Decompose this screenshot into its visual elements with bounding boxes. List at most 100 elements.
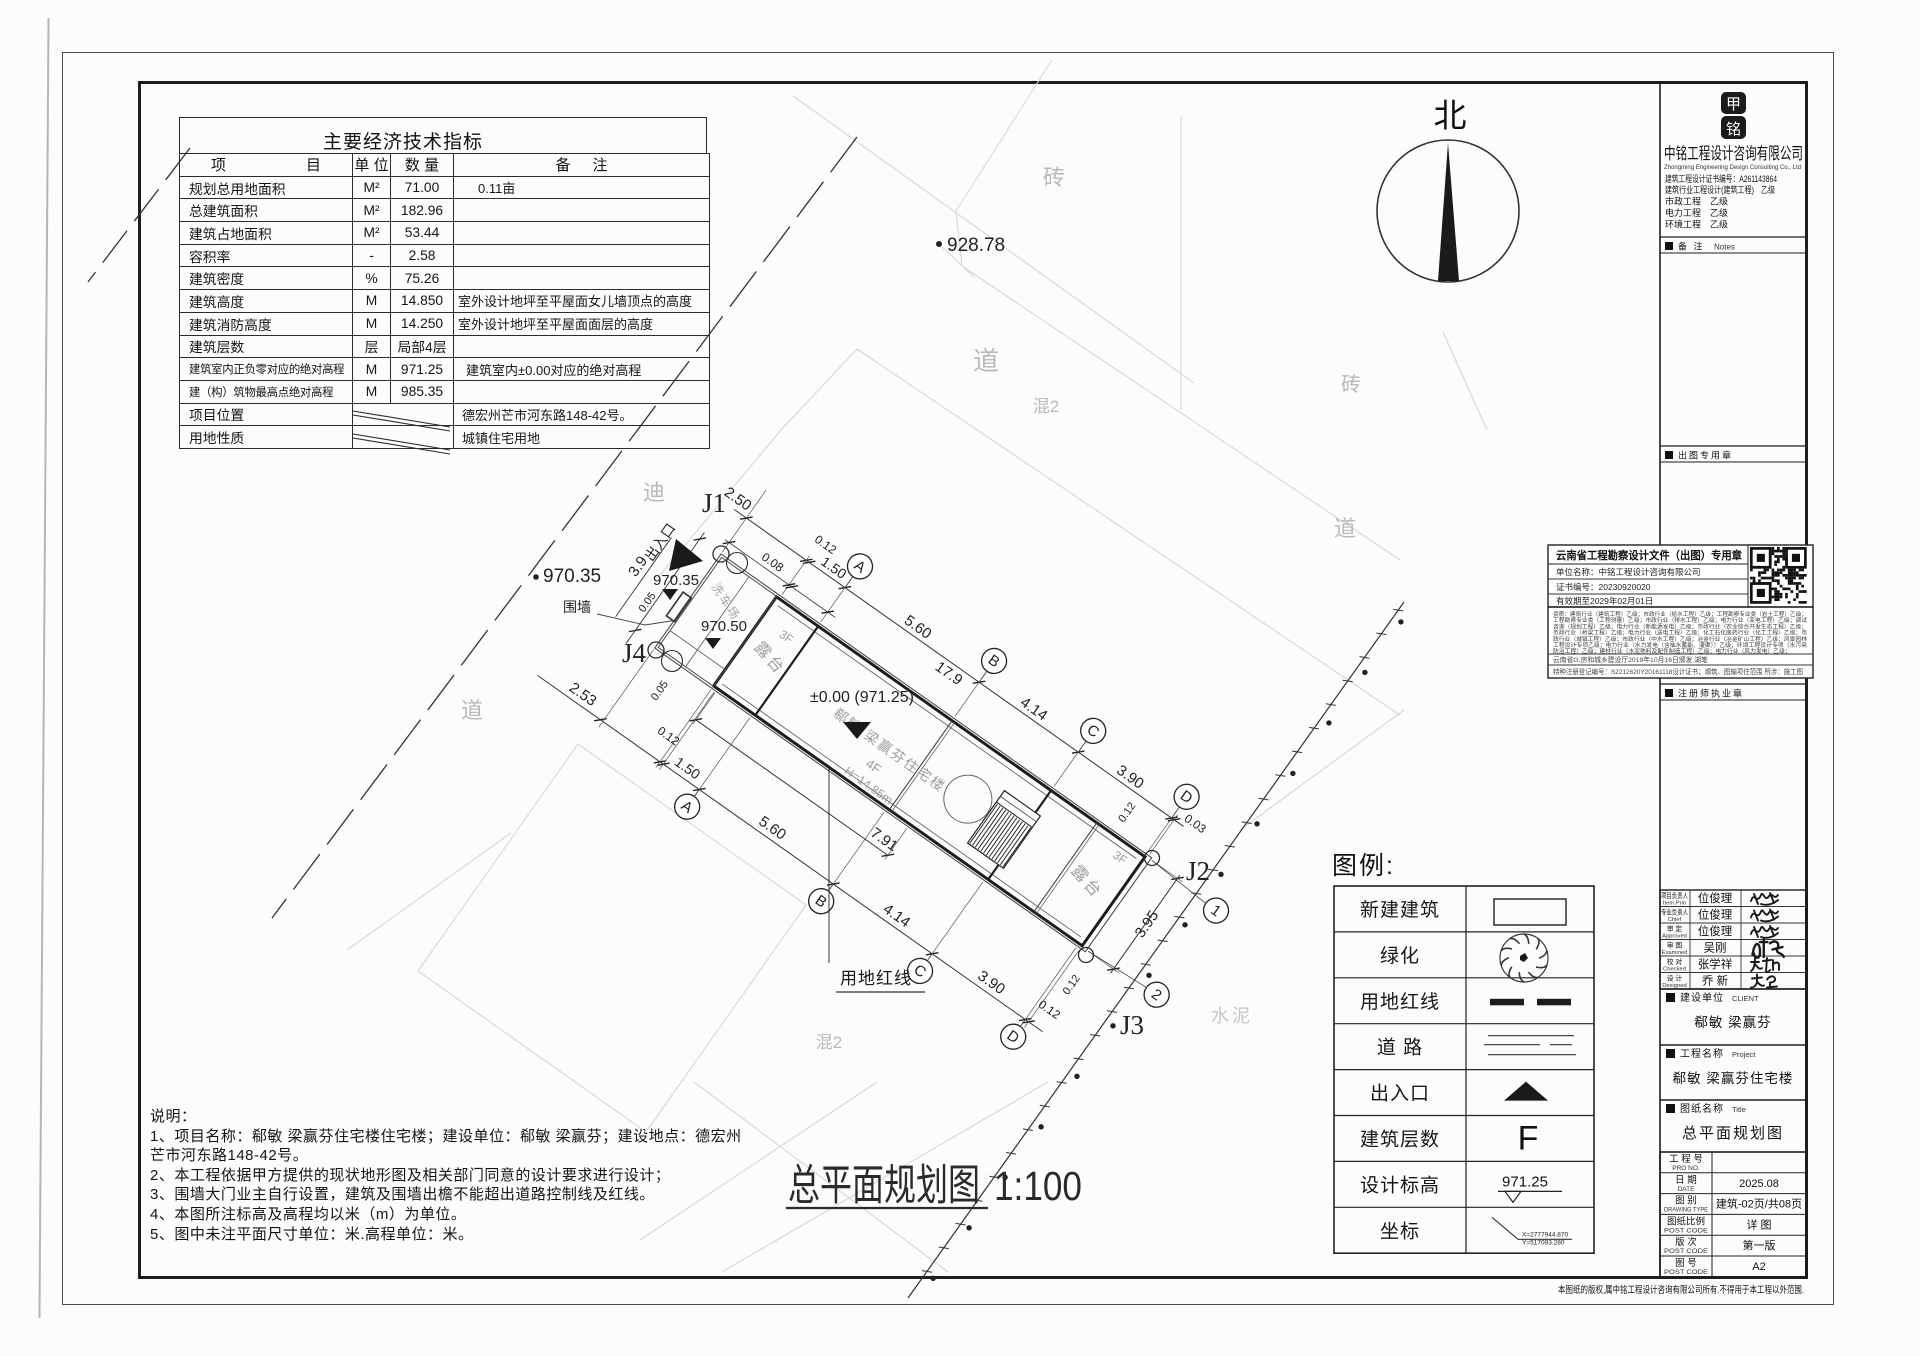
svg-text:1:100: 1:100 — [994, 1163, 1082, 1209]
svg-text:道: 道 — [973, 346, 999, 376]
svg-text:F: F — [1518, 1120, 1539, 1158]
svg-text:露台: 露台 — [751, 638, 790, 678]
svg-text:工程名称: 工程名称 — [1680, 1047, 1724, 1060]
svg-text:备 注: 备 注 — [1678, 241, 1705, 252]
svg-text:4.14: 4.14 — [880, 900, 914, 931]
svg-text:Approved: Approved — [1662, 934, 1687, 940]
svg-text:版 次: 版 次 — [1675, 1236, 1697, 1248]
svg-text:CLIENT: CLIENT — [1732, 994, 1759, 1003]
svg-text:3.90: 3.90 — [974, 967, 1008, 998]
svg-text:市政行业（桥梁工程）乙级；电力行业（送电工程）乙级；化工石化: 市政行业（桥梁工程）乙级；电力行业（送电工程）乙级；化工石化医药行业（化工工程）… — [1553, 629, 1807, 637]
svg-text:970.50: 970.50 — [701, 618, 747, 635]
svg-text:工 程 号: 工 程 号 — [1669, 1154, 1703, 1165]
svg-text:4.14: 4.14 — [1017, 694, 1051, 725]
svg-text:X=2777944.870: X=2777944.870 — [1522, 1231, 1568, 1238]
svg-text:Notes: Notes — [1714, 243, 1735, 252]
svg-text:吴刚: 吴刚 — [1704, 941, 1727, 955]
svg-text:单位名称：中铭工程设计咨询有限公司: 单位名称：中铭工程设计咨询有限公司 — [1556, 567, 1701, 577]
svg-text:POST CODE: POST CODE — [1664, 1269, 1709, 1276]
svg-text:设 计: 设 计 — [1667, 974, 1683, 983]
svg-text:混2: 混2 — [816, 1033, 842, 1052]
svg-text:露台: 露台 — [1068, 862, 1107, 902]
svg-text:用地红线: 用地红线 — [1360, 991, 1440, 1013]
svg-text:Zhongming Engineering Design C: Zhongming Engineering Design Consulting … — [1664, 165, 1801, 171]
svg-text:出入口: 出入口 — [1370, 1083, 1430, 1105]
svg-text:张学祥: 张学祥 — [1698, 957, 1733, 971]
svg-text:图纸名称: 图纸名称 — [1680, 1102, 1724, 1115]
svg-text:日 期: 日 期 — [1675, 1175, 1697, 1186]
svg-text:PRO NO.: PRO NO. — [1672, 1165, 1700, 1172]
svg-text:郗敏 梁赢芬住宅楼: 郗敏 梁赢芬住宅楼 — [1673, 1070, 1794, 1086]
svg-text:迪: 迪 — [643, 480, 665, 505]
svg-text:Checked: Checked — [1663, 967, 1686, 973]
svg-text:云南省工程勘察设计文件（出图）专用章: 云南省工程勘察设计文件（出图）专用章 — [1556, 548, 1742, 562]
svg-text:3F: 3F — [1110, 848, 1130, 868]
svg-text:混2: 混2 — [1033, 397, 1059, 416]
svg-text:设计标高: 设计标高 — [1360, 1174, 1440, 1196]
svg-text:北: 北 — [1434, 97, 1467, 134]
svg-text:图 别: 图 别 — [1675, 1196, 1697, 1207]
svg-text:J4: J4 — [622, 638, 647, 668]
svg-text:0.12: 0.12 — [1116, 800, 1138, 824]
svg-text:中铭工程设计咨询有限公司: 中铭工程设计咨询有限公司 — [1664, 144, 1803, 163]
svg-text:POST CODE: POST CODE — [1664, 1248, 1709, 1255]
svg-text:5.60: 5.60 — [901, 612, 935, 643]
svg-text:坐标: 坐标 — [1380, 1220, 1420, 1242]
svg-text:970.35: 970.35 — [543, 566, 601, 587]
svg-text:J1: J1 — [702, 488, 726, 518]
svg-text:图 号: 图 号 — [1675, 1258, 1697, 1269]
svg-text:0.12: 0.12 — [655, 724, 682, 749]
svg-text:Project: Project — [1732, 1050, 1756, 1059]
svg-text:铭: 铭 — [1726, 121, 1741, 138]
svg-text:防治工程）乙级；建材行业（水泥熟料及配件制造工程）乙级；电力: 防治工程）乙级；建材行业（水泥熟料及配件制造工程）乙级；电力行业（风力发电）乙级… — [1553, 647, 1791, 655]
svg-text:3F: 3F — [776, 627, 796, 647]
svg-text:市政工程 乙级: 市政工程 乙级 — [1665, 196, 1728, 207]
svg-text:注册师执业章: 注册师执业章 — [1678, 688, 1744, 699]
svg-text:砖: 砖 — [1341, 373, 1361, 396]
svg-text:工程勘察专业类（工程测量）乙级；市政行业（排水工程）乙级；电: 工程勘察专业类（工程测量）乙级；市政行业（排水工程）乙级；电力行业（变电工程）乙… — [1553, 616, 1807, 624]
svg-text:建筑行业工程设计(建筑工程) 乙级: 建筑行业工程设计(建筑工程) 乙级 — [1665, 184, 1775, 195]
svg-text:项目负责人: 项目负责人 — [1661, 891, 1688, 900]
svg-text:位俊理: 位俊理 — [1698, 891, 1733, 905]
svg-text:新建建筑: 新建建筑 — [1360, 899, 1440, 921]
svg-text:Chief: Chief — [1668, 917, 1682, 923]
svg-text:建筑层数: 建筑层数 — [1360, 1128, 1440, 1150]
svg-text:咨询（规划工程）乙级；电力行业（新能源发电）乙级；市政行业（: 咨询（规划工程）乙级；电力行业（新能源发电）乙级；市政行业（农业综合开发生态工程… — [1553, 622, 1807, 630]
svg-text:详 图: 详 图 — [1746, 1217, 1771, 1231]
svg-text:1.50: 1.50 — [672, 753, 704, 782]
svg-text:图例:: 图例: — [1332, 852, 1395, 880]
svg-text:出图专用章: 出图专用章 — [1678, 450, 1733, 461]
svg-text:建筑工程设计证书编号：A261143864: 建筑工程设计证书编号：A261143864 — [1665, 173, 1777, 184]
svg-text:Item.Prin: Item.Prin — [1663, 901, 1686, 907]
svg-text:水泥: 水泥 — [1211, 1006, 1253, 1026]
svg-text:2.53: 2.53 — [566, 679, 600, 710]
svg-text:4F: 4F — [863, 756, 884, 777]
svg-text:17.9: 17.9 — [932, 658, 966, 689]
svg-text:DRAWING TYPE: DRAWING TYPE — [1664, 1207, 1709, 1214]
svg-text:工程设计专项乙级；电力行业（水力发电（含抽水蓄能、灌渠））乙: 工程设计专项乙级；电力行业（水力发电（含抽水蓄能、灌渠））乙级；环境工程设计专项… — [1553, 641, 1807, 649]
svg-text:Y=517093.280: Y=517093.280 — [1522, 1239, 1565, 1246]
svg-text:0.12: 0.12 — [1061, 973, 1083, 997]
svg-text:洗车场: 洗车场 — [709, 580, 744, 623]
svg-text:用地红线: 用地红线 — [840, 969, 912, 988]
svg-text:970.35: 970.35 — [653, 572, 699, 589]
svg-text:政行业（城镇工程）乙级；市政行业（中水工程）乙级；冶金行业（: 政行业（城镇工程）乙级；市政行业（中水工程）乙级；冶金行业（冶金矿山工程）乙级；… — [1553, 635, 1807, 643]
svg-text:建筑-02页/共08页: 建筑-02页/共08页 — [1716, 1197, 1802, 1211]
svg-text:POST CODE: POST CODE — [1664, 1227, 1709, 1234]
svg-text:Title: Title — [1732, 1105, 1746, 1114]
svg-text:0.12: 0.12 — [812, 532, 839, 557]
svg-text:特种注册登记编号：S2212620Y20161118设计证书: 特种注册登记编号：S2212620Y20161118设计证书；顺筑、图输项住范围… — [1553, 667, 1803, 676]
svg-text:总平面规划图: 总平面规划图 — [1682, 1125, 1784, 1142]
svg-text:DATE: DATE — [1678, 1186, 1696, 1193]
svg-text:0.03: 0.03 — [1182, 811, 1209, 836]
svg-text:第一版: 第一版 — [1743, 1238, 1776, 1252]
svg-text:0.05: 0.05 — [649, 679, 671, 703]
svg-text:0.12: 0.12 — [1036, 997, 1063, 1022]
svg-text:Designed: Designed — [1662, 983, 1687, 989]
svg-text:位俊理: 位俊理 — [1698, 924, 1733, 938]
svg-text:云南省G,房和城乡建设厅2019年10月16日颁发 湖笔: 云南省G,房和城乡建设厅2019年10月16日颁发 湖笔 — [1553, 655, 1708, 664]
svg-text:电力工程 乙级: 电力工程 乙级 — [1665, 207, 1728, 218]
svg-text:本图纸的版权,属中铭工程设计咨询有限公司所有.不得用于本工程: 本图纸的版权,属中铭工程设计咨询有限公司所有.不得用于本工程以外范围. — [1558, 1284, 1804, 1296]
svg-text:砖: 砖 — [1043, 165, 1065, 190]
svg-text:乔 新: 乔 新 — [1702, 974, 1729, 988]
